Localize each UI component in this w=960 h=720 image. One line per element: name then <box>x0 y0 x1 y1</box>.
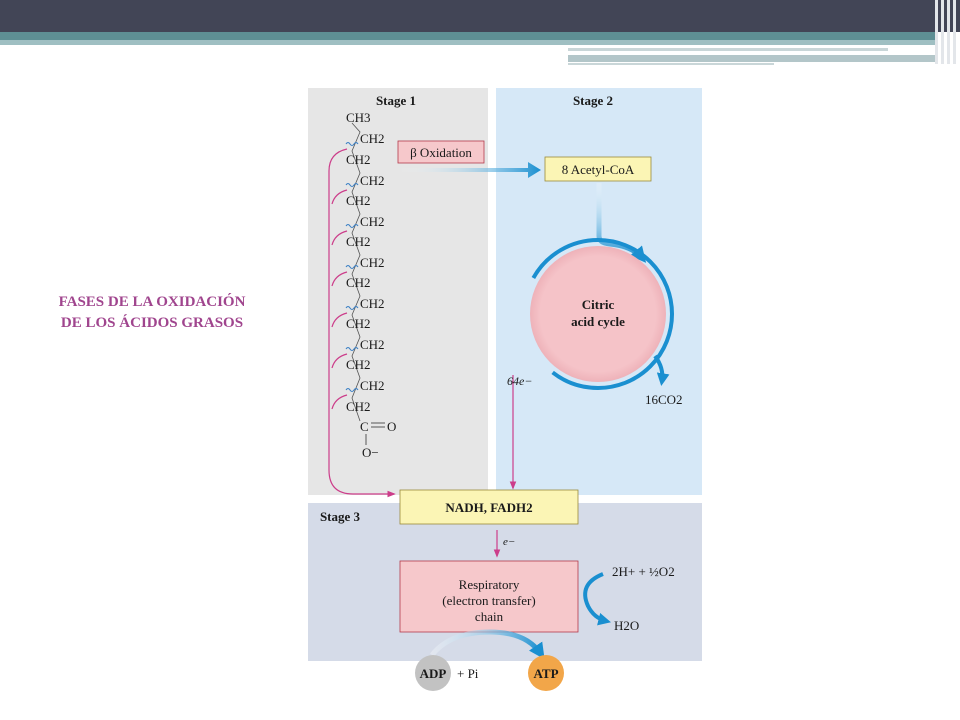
chain-ch2: CH2 <box>360 296 385 311</box>
beta-oxidation-arrow <box>398 162 541 178</box>
phosphate-label: + Pi <box>457 666 479 681</box>
stage-1-label: Stage 1 <box>376 93 416 108</box>
header-stripe <box>568 63 774 65</box>
co2-release-arrow <box>653 354 670 387</box>
stage-2-label: Stage 2 <box>573 93 613 108</box>
adp-label: ADP <box>420 666 447 681</box>
cleavage-marks <box>345 141 359 393</box>
respiratory-label-1: Respiratory <box>459 577 520 592</box>
nadh-fadh2-label: NADH, FADH2 <box>445 500 532 515</box>
electron-carrier-lines <box>328 148 517 558</box>
header-accent-bar <box>0 32 935 40</box>
chain-ch2: CH2 <box>360 255 385 270</box>
chain-ch2: CH2 <box>346 357 371 372</box>
water-label: H2O <box>614 618 639 633</box>
beta-oxidation-box <box>397 140 485 164</box>
chain-ch3: CH3 <box>346 110 371 125</box>
respiratory-label-3: chain <box>475 609 504 624</box>
chain-ch2: CH2 <box>360 378 385 393</box>
adp-circle <box>415 655 451 691</box>
chain-ch2: CH2 <box>346 316 371 331</box>
citric-acid-cycle-circle <box>530 246 666 382</box>
corner-stripe <box>953 0 956 64</box>
acetyl-coa-label: 8 Acetyl-CoA <box>562 162 635 177</box>
atp-label: ATP <box>533 666 558 681</box>
slide-title-line-2: DE LOS ÁCIDOS GRASOS <box>60 315 244 331</box>
fatty-acid-chain: CH3 CH2 CH2 CH2 CH2 CH2 CH2 CH2 CH2 CH2 … <box>346 110 396 460</box>
citric-cycle-label-2: acid cycle <box>571 314 625 329</box>
header-stripe <box>568 55 938 62</box>
oxygen-to-water-arrow <box>583 572 611 626</box>
chain-ch2: CH2 <box>346 152 371 167</box>
chain-ch2: CH2 <box>360 337 385 352</box>
stage-3-label: Stage 3 <box>320 509 361 524</box>
nadh-fadh2-box <box>399 489 579 525</box>
chain-ch2: CH2 <box>360 173 385 188</box>
chain-ch2: CH2 <box>346 399 371 414</box>
respiratory-label-2: (electron transfer) <box>442 593 535 608</box>
corner-stripe <box>947 0 950 64</box>
slide-title: FASES DE LA OXIDACIÓN DE LOS ÁCIDOS GRAS… <box>22 292 282 334</box>
corner-stripe <box>941 0 944 64</box>
citric-cycle-ring <box>522 238 674 390</box>
acetyl-coa-box <box>544 156 652 182</box>
beta-oxidation-label: β Oxidation <box>410 145 472 160</box>
carboxylate-oxygen: O− <box>362 445 379 460</box>
atp-circle <box>528 655 564 691</box>
carbonyl-oxygen: O <box>387 419 396 434</box>
respiratory-chain-box <box>399 560 579 633</box>
corner-stripe <box>935 0 938 64</box>
top-title-bar <box>0 0 960 32</box>
chain-ch2: CH2 <box>346 234 371 249</box>
electron-label: e− <box>503 536 515 548</box>
header-accent-bar-light <box>0 40 935 45</box>
adp-to-atp-arrow <box>430 629 545 660</box>
header-stripe <box>568 48 888 51</box>
chain-ch2: CH2 <box>360 214 385 229</box>
slide-title-line-1: FASES DE LA OXIDACIÓN <box>58 294 246 310</box>
chain-ch2: CH2 <box>346 275 371 290</box>
electrons-64-label: 64e− <box>507 374 532 388</box>
co2-label: 16CO2 <box>645 392 683 407</box>
citric-cycle-label-1: Citric <box>582 297 615 312</box>
chain-ch2: CH2 <box>360 131 385 146</box>
oxygen-input-label: 2H+ + ½O2 <box>612 564 675 579</box>
carboxyl-carbon: C <box>360 419 369 434</box>
chain-ch2: CH2 <box>346 193 371 208</box>
